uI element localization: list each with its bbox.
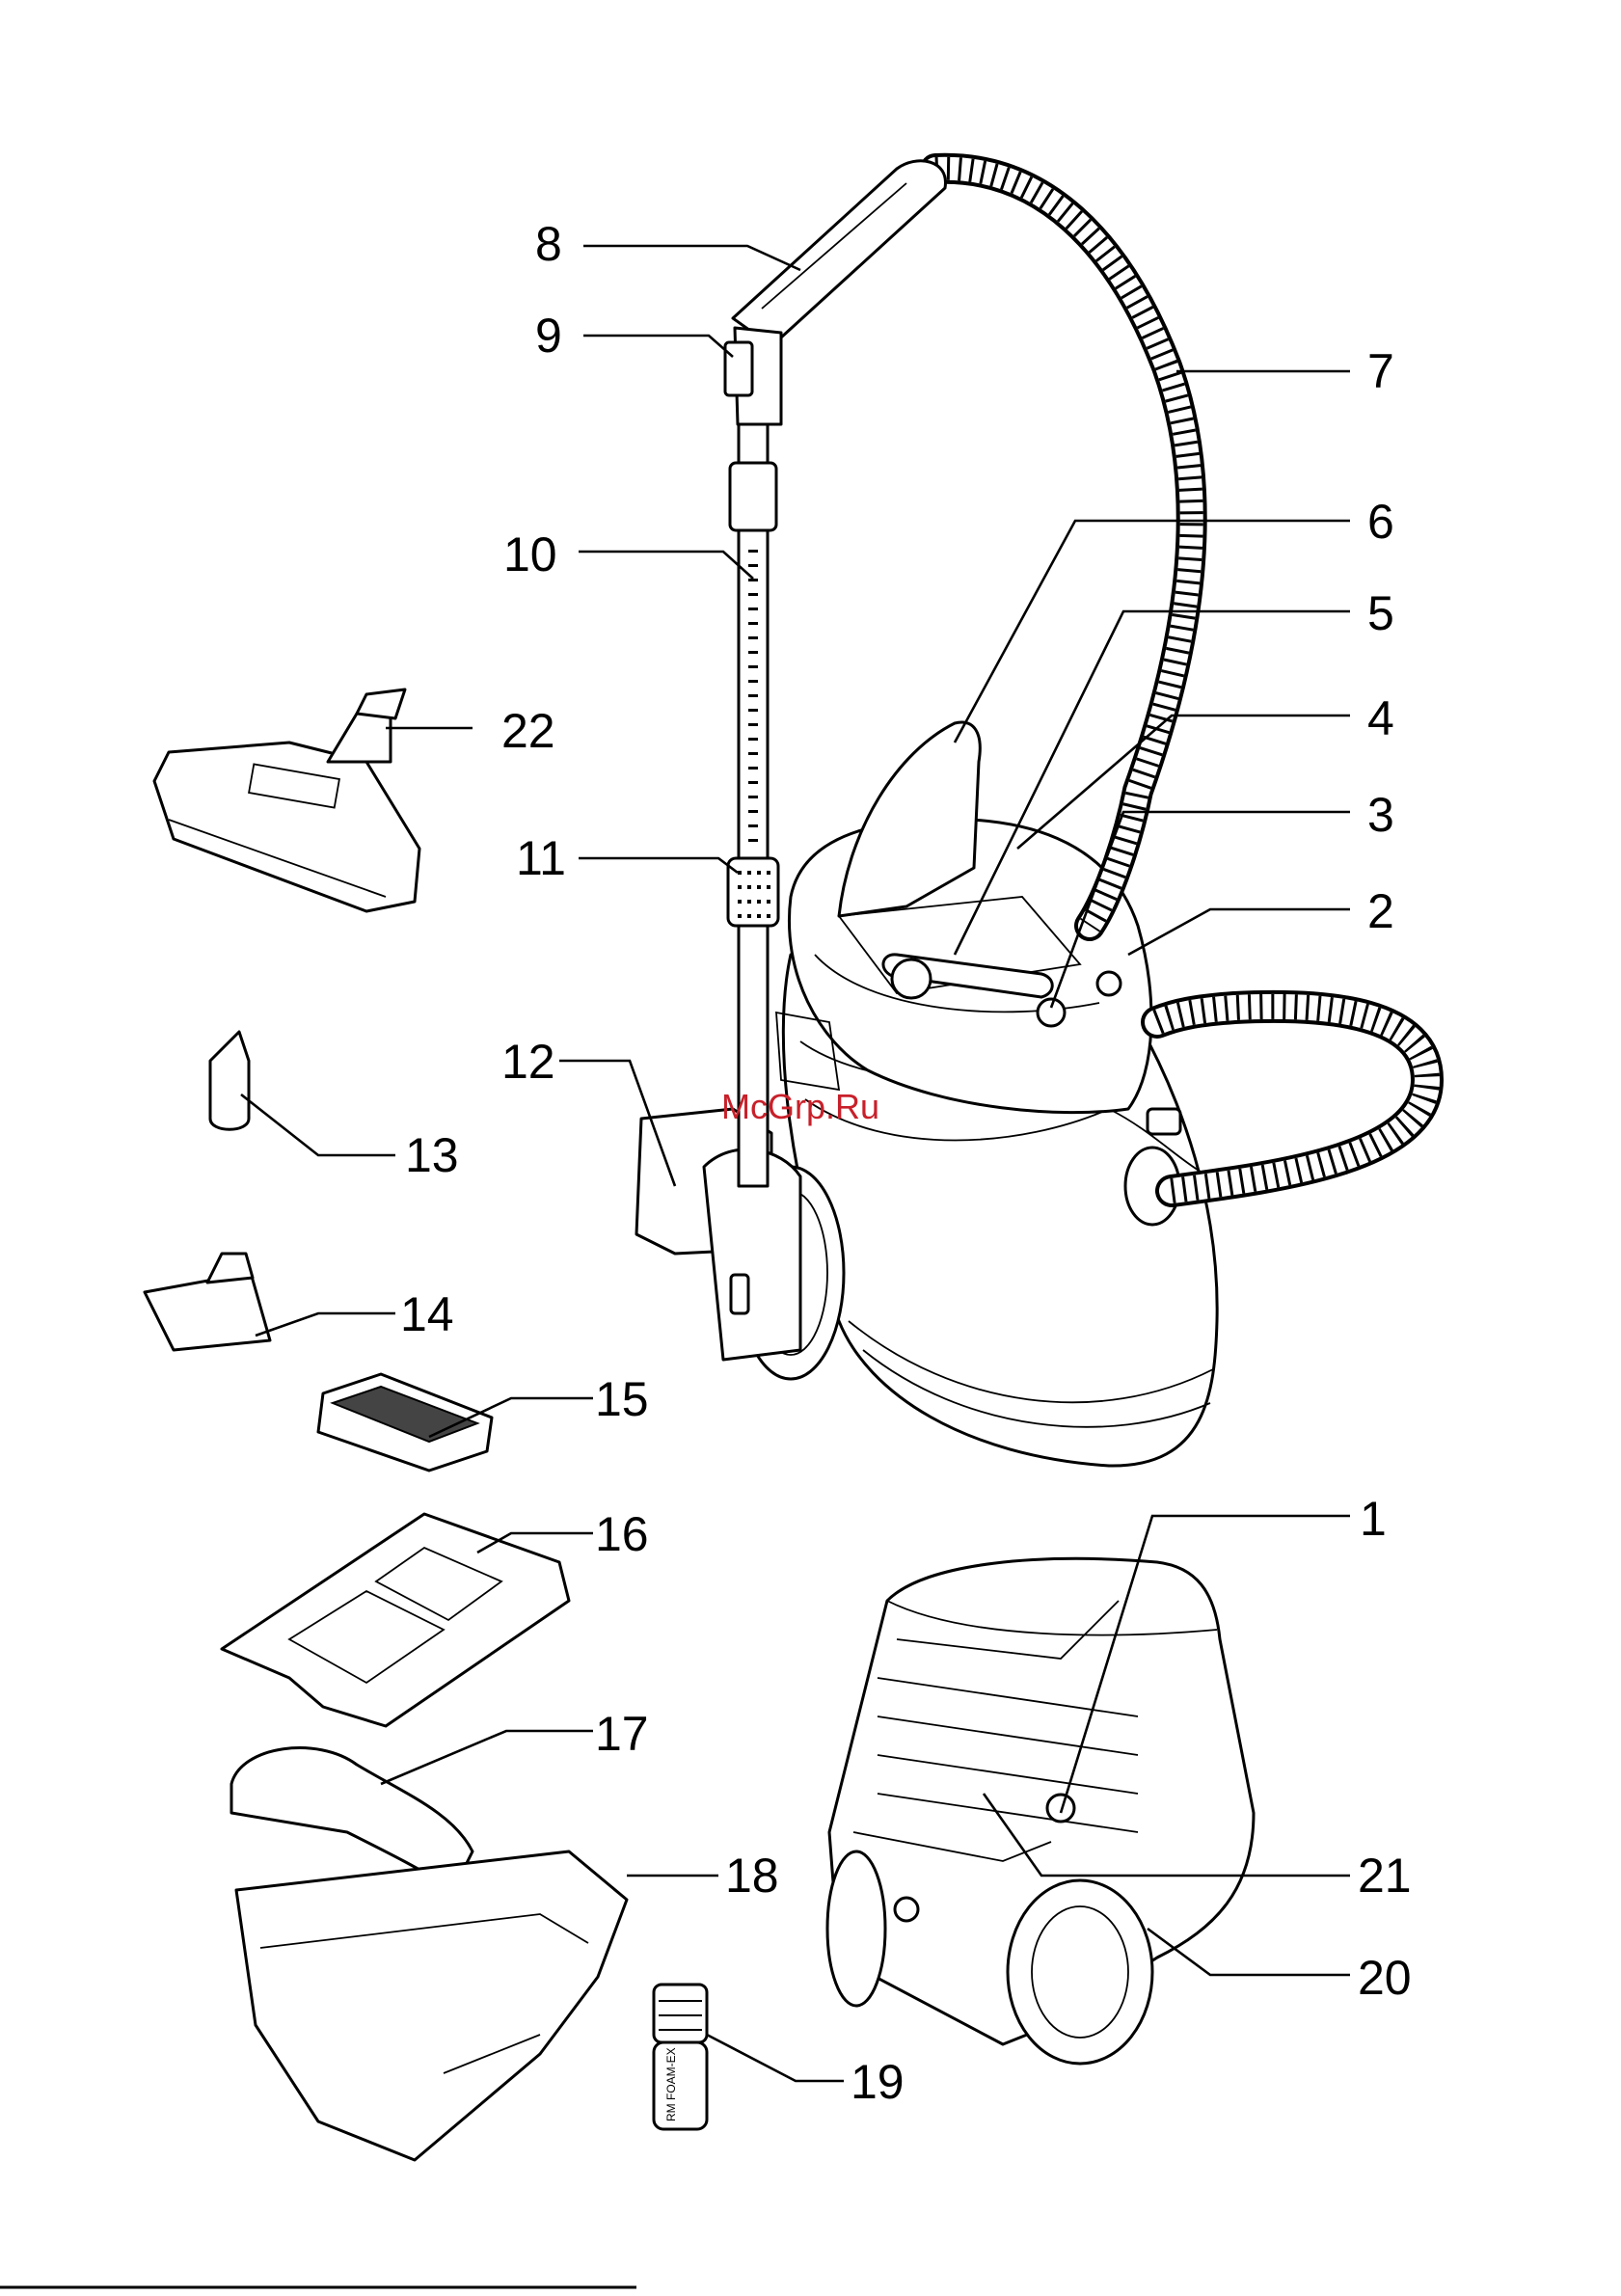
- callout-1: 1: [1360, 1492, 1387, 1546]
- leader-11: [579, 858, 738, 873]
- callout-4: 4: [1367, 691, 1394, 745]
- antifoam-bottle: RM FOAM-EX: [654, 1985, 707, 2129]
- callout-9: 9: [535, 309, 562, 363]
- suction-control-slider: [725, 342, 752, 395]
- handle-grip: [733, 161, 945, 342]
- water-tank: [236, 1851, 627, 2160]
- nozzle-neck: [328, 714, 391, 762]
- callout-21: 21: [1358, 1849, 1412, 1903]
- hose-handle: [725, 161, 945, 424]
- tube-coupling: [730, 463, 776, 530]
- callout-16: 16: [595, 1507, 649, 1561]
- release-button: [1097, 972, 1121, 995]
- leader-2: [1128, 909, 1350, 955]
- leader-10: [579, 552, 753, 579]
- callout-10: 10: [503, 527, 557, 581]
- motor-screw: [1047, 1795, 1074, 1822]
- bottle-cap: [654, 1985, 707, 2042]
- separator-tray: [222, 1514, 569, 1726]
- callout-18: 18: [725, 1849, 779, 1903]
- bottle-label: RM FOAM-EX: [664, 2047, 678, 2121]
- base-unit: [827, 1558, 1254, 2064]
- left-wheel: [827, 1851, 885, 2006]
- upholstery-tool-neck: [207, 1254, 253, 1283]
- floor-nozzle: [154, 689, 419, 911]
- crevice-tool: [210, 1032, 249, 1129]
- lever-knob: [892, 959, 931, 998]
- tube-sleeve: [728, 858, 778, 926]
- watermark: McGrp.Ru: [721, 1087, 879, 1126]
- leader-19: [707, 2035, 844, 2081]
- callout-11: 11: [516, 831, 566, 885]
- tank-body: [236, 1851, 627, 2160]
- nozzle-tip: [357, 689, 405, 718]
- callout-2: 2: [1367, 884, 1394, 938]
- leader-8: [583, 246, 800, 270]
- power-button: [1038, 999, 1065, 1026]
- callout-17: 17: [595, 1707, 649, 1761]
- hepa-filter: [318, 1374, 492, 1471]
- callout-5: 5: [1367, 586, 1394, 640]
- clip-slot: [731, 1275, 748, 1313]
- upholstery-tool: [145, 1273, 270, 1350]
- callout-15: 15: [595, 1372, 649, 1426]
- hose-release-clip: [1148, 1109, 1180, 1134]
- callout-22: 22: [501, 704, 555, 758]
- leader-4: [1017, 716, 1350, 849]
- callout-14: 14: [400, 1287, 454, 1341]
- callout-19: 19: [851, 2055, 905, 2109]
- callout-20: 20: [1358, 1951, 1412, 2005]
- base-screw: [895, 1898, 918, 1921]
- rear-wheel: [1008, 1880, 1152, 2064]
- leader-9: [583, 336, 733, 357]
- leader-13: [241, 1094, 395, 1155]
- tube-lower: [739, 926, 768, 1186]
- callout-8: 8: [535, 217, 562, 271]
- callout-13: 13: [405, 1128, 459, 1182]
- tube-top: [739, 424, 768, 463]
- leader-14: [256, 1313, 395, 1336]
- callout-7: 7: [1367, 344, 1394, 398]
- leader-17: [381, 1731, 593, 1784]
- bottle-body: [654, 2042, 707, 2129]
- callout-3: 3: [1367, 788, 1394, 842]
- callout-12: 12: [501, 1035, 555, 1089]
- nozzle-body: [154, 743, 419, 911]
- callout-6: 6: [1367, 495, 1394, 549]
- tray-body: [222, 1514, 569, 1726]
- telescopic-tube: [728, 424, 778, 1186]
